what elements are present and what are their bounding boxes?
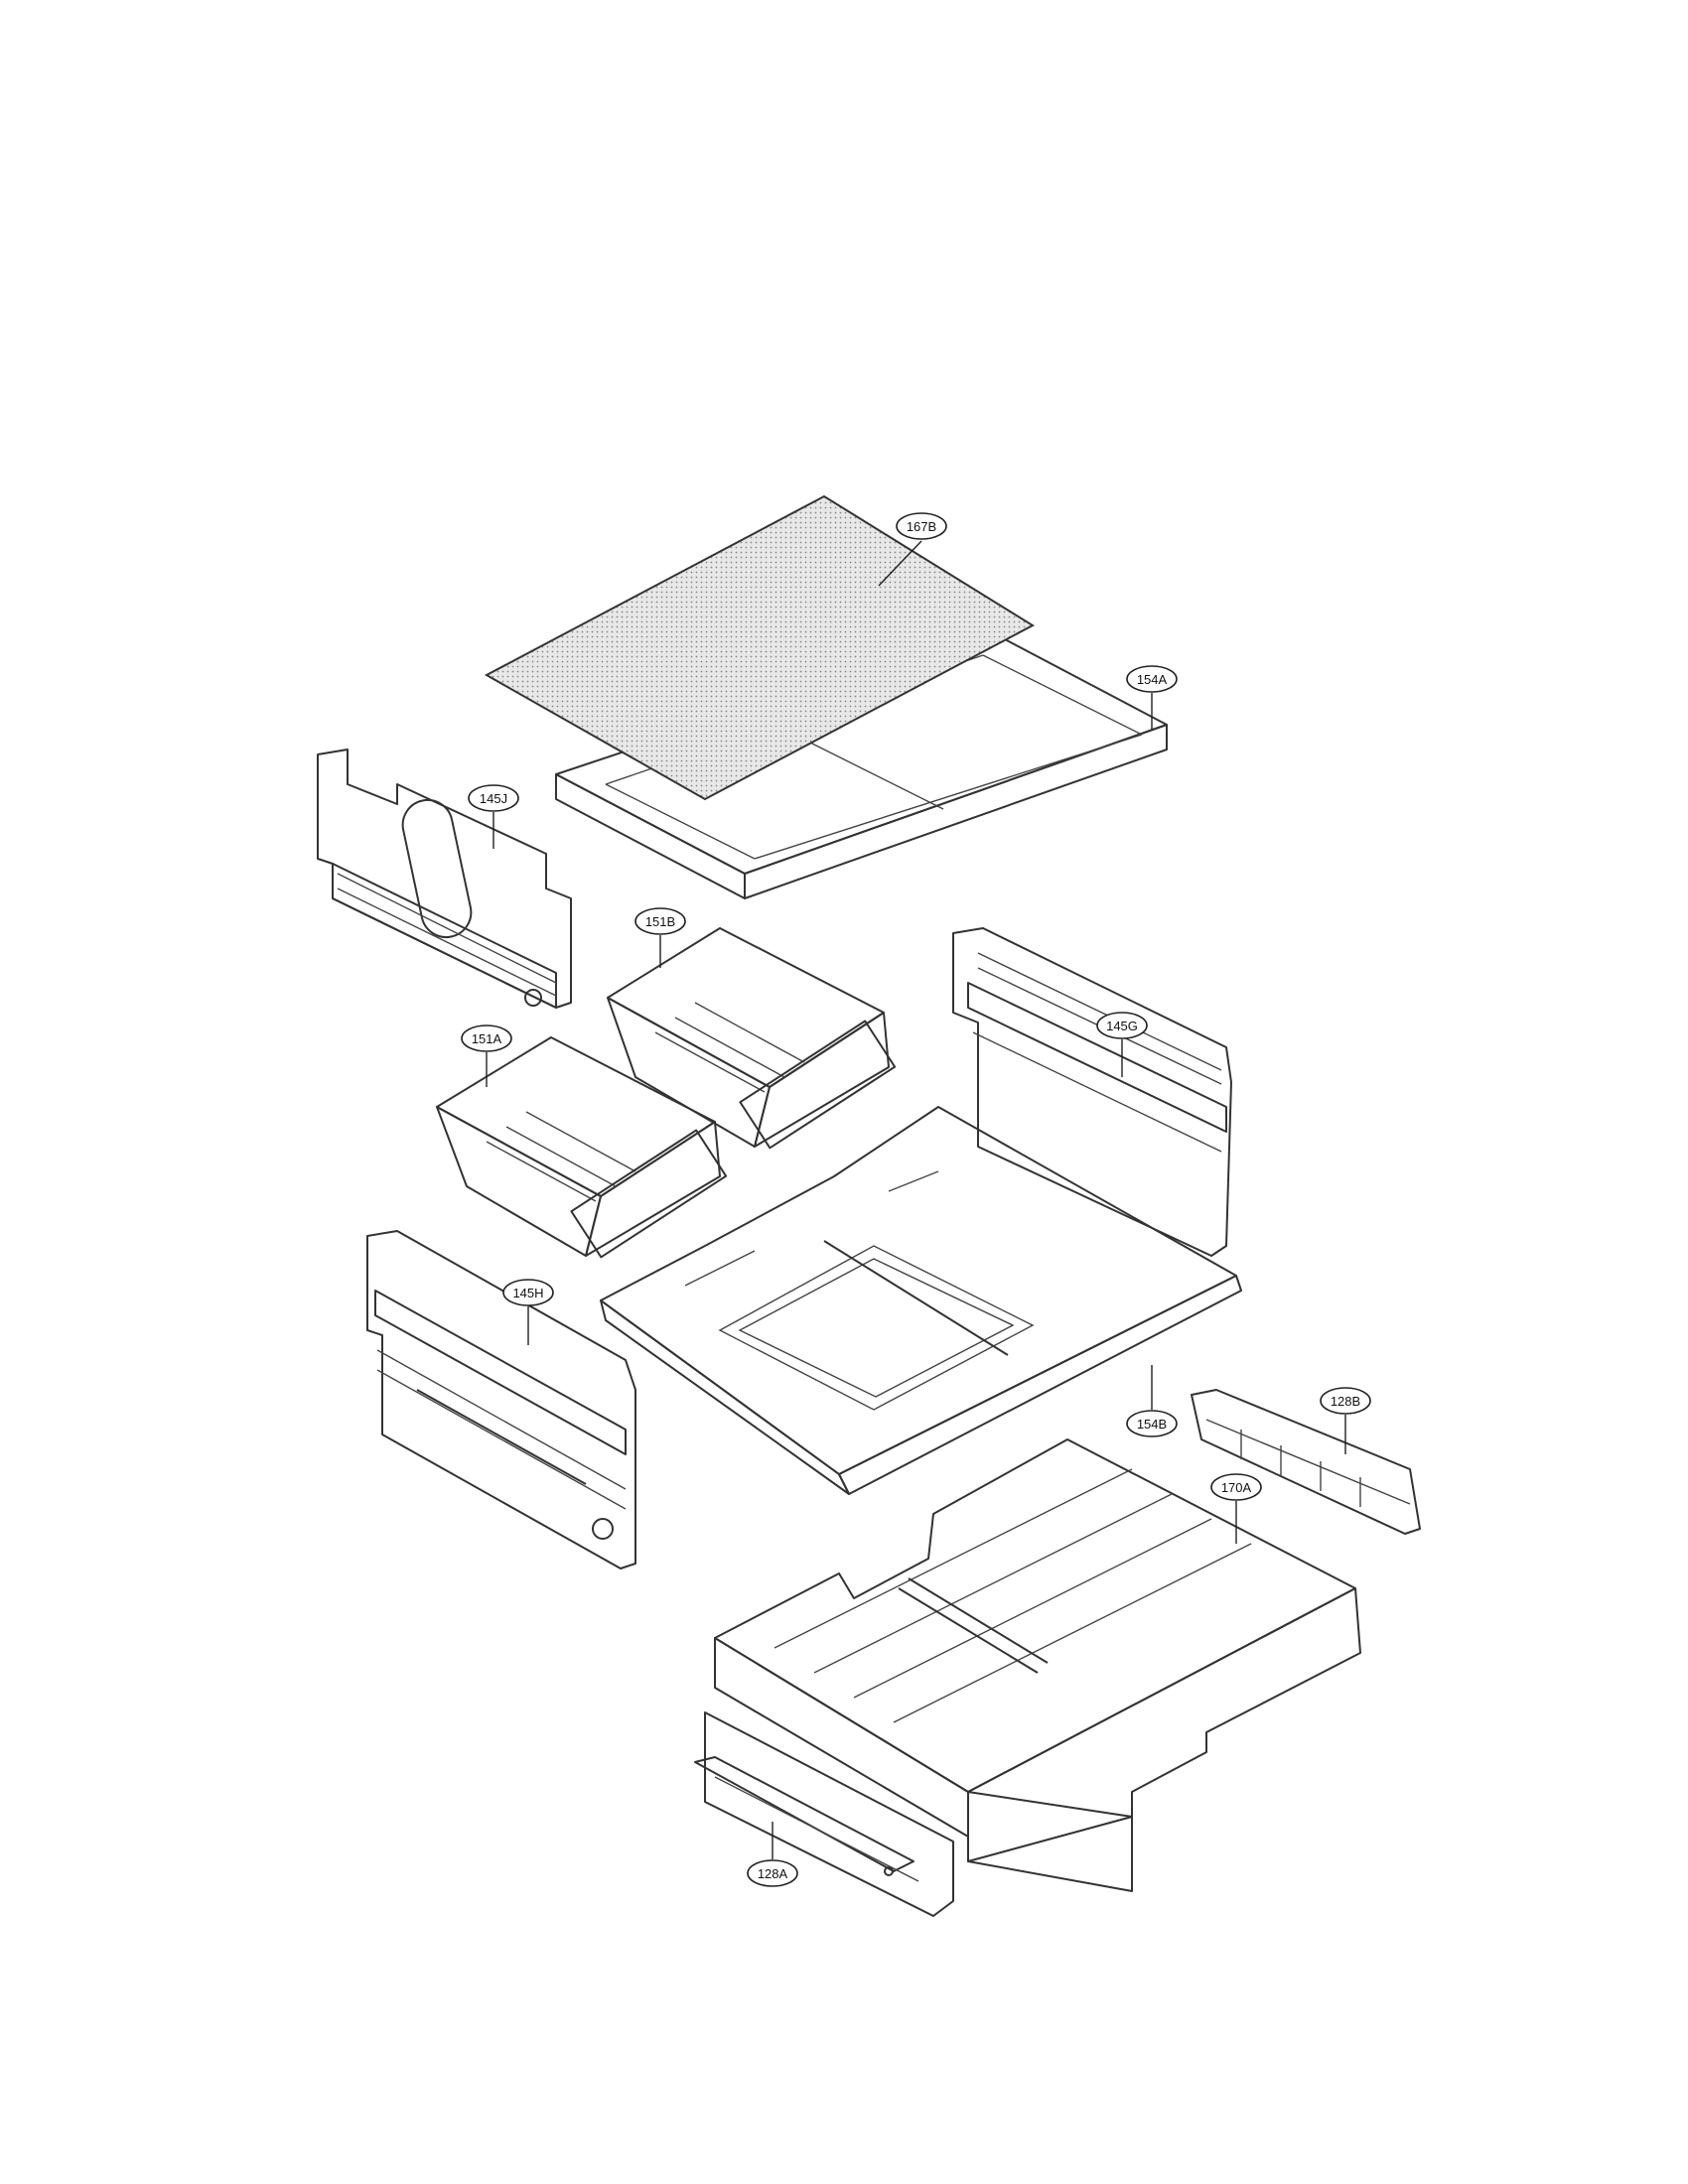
- rail-128A: [694, 1711, 954, 1917]
- shelf-154B: [600, 1106, 1242, 1495]
- cover-145H: [366, 1230, 636, 1570]
- callout-label: 128B: [1331, 1394, 1360, 1409]
- cover-145G: [952, 927, 1232, 1257]
- callout-label: 151B: [645, 914, 675, 929]
- drawer-151A: [436, 1036, 728, 1259]
- callout-151A: 151A: [461, 1024, 512, 1087]
- callout-151B: 151B: [634, 907, 686, 968]
- cover-145J: [317, 749, 572, 1009]
- callout-170A: 170A: [1210, 1473, 1262, 1544]
- callout-128A: 128A: [747, 1822, 798, 1887]
- callout-label: 151A: [472, 1031, 502, 1046]
- callout-154B: 154B: [1126, 1365, 1178, 1437]
- callout-145G: 145G: [1096, 1012, 1148, 1077]
- callout-label: 145J: [480, 791, 507, 806]
- callout-145H: 145H: [502, 1279, 554, 1345]
- callout-167B: 167B: [878, 512, 947, 587]
- callout-label: 154B: [1137, 1417, 1167, 1432]
- callout-label: 145H: [512, 1286, 543, 1300]
- rail-128B: [1191, 1389, 1421, 1535]
- callout-label: 154A: [1137, 672, 1168, 687]
- callout-label: 170A: [1221, 1480, 1252, 1495]
- callout-154A: 154A: [1126, 665, 1178, 730]
- callout-145J: 145J: [468, 784, 519, 849]
- callout-128B: 128B: [1320, 1387, 1371, 1454]
- callout-label: 167B: [907, 519, 936, 534]
- callout-label: 128A: [758, 1866, 788, 1881]
- drawer-151B: [607, 927, 897, 1150]
- glass-shelf-167B: [484, 494, 1036, 801]
- drawer-170A: [714, 1438, 1361, 1892]
- callout-label: 145G: [1106, 1019, 1138, 1033]
